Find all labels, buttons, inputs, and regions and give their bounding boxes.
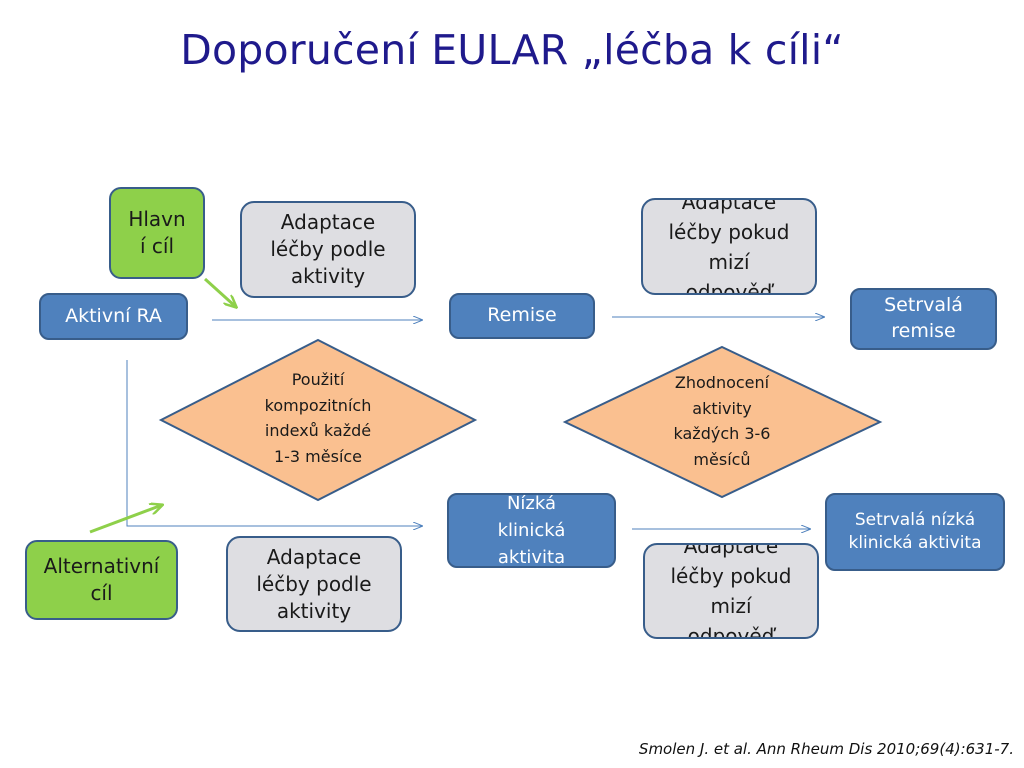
nizka-aktivita-box: Nízká klinická aktivita bbox=[447, 493, 616, 568]
arrow-alternativni-cil bbox=[89, 505, 162, 534]
arrow-hlavni-cil bbox=[203, 277, 236, 307]
hlavni-cil-label: Hlavn í cíl bbox=[128, 207, 186, 258]
alternativni-cil-label: Alternativní cíl bbox=[43, 554, 160, 605]
aktivni-ra-label: Aktivní RA bbox=[65, 304, 162, 327]
setrvala-remise-label: Setrvalá remise bbox=[884, 294, 963, 342]
citation: Smolen J. et al. Ann Rheum Dis 2010;69(4… bbox=[638, 740, 1014, 758]
adaptace-top-box: Adaptace léčby podle aktivity bbox=[240, 201, 416, 298]
diamond-left-text: Použití kompozitních indexů každé 1-3 mě… bbox=[264, 370, 372, 466]
hlavni-cil-box: Hlavn í cíl bbox=[109, 187, 205, 279]
adaptace-bottom-box: Adaptace léčby podle aktivity bbox=[226, 536, 402, 632]
nizka-aktivita-label: Nízká klinická aktivita bbox=[497, 493, 566, 568]
adaptace-pokud-top-box: Adaptace léčby pokud mizí odpověď bbox=[641, 198, 817, 295]
diamond-right-shape bbox=[562, 345, 883, 499]
diamond-right-text: Zhodnocení aktivity každých 3-6 měsíců bbox=[673, 373, 771, 469]
adaptace-bottom-label: Adaptace léčby podle aktivity bbox=[256, 544, 372, 623]
adaptace-top-label: Adaptace léčby podle aktivity bbox=[270, 210, 386, 288]
aktivni-ra-box: Aktivní RA bbox=[39, 293, 188, 340]
setrvala-nizka-box: Setrvalá nízká klinická aktivita bbox=[825, 493, 1005, 571]
adaptace-pokud-top-label: Adaptace léčby pokud mizí odpověď bbox=[668, 198, 790, 295]
setrvala-nizka-label: Setrvalá nízká klinická aktivita bbox=[848, 510, 982, 553]
adaptace-pokud-bottom-label: Adaptace léčby pokud mizí odpověď bbox=[670, 543, 792, 639]
setrvala-remise-box: Setrvalá remise bbox=[850, 288, 997, 350]
remise-box: Remise bbox=[449, 293, 595, 339]
remise-label: Remise bbox=[487, 304, 557, 327]
arrow-aktivni-to-nizka bbox=[126, 360, 422, 526]
adaptace-pokud-bottom-box: Adaptace léčby pokud mizí odpověď bbox=[643, 543, 819, 639]
diamond-left-shape bbox=[158, 338, 478, 502]
alternativni-cil-box: Alternativní cíl bbox=[25, 540, 178, 620]
slide-title: Doporučení EULAR „léčba k cíli“ bbox=[180, 26, 844, 74]
